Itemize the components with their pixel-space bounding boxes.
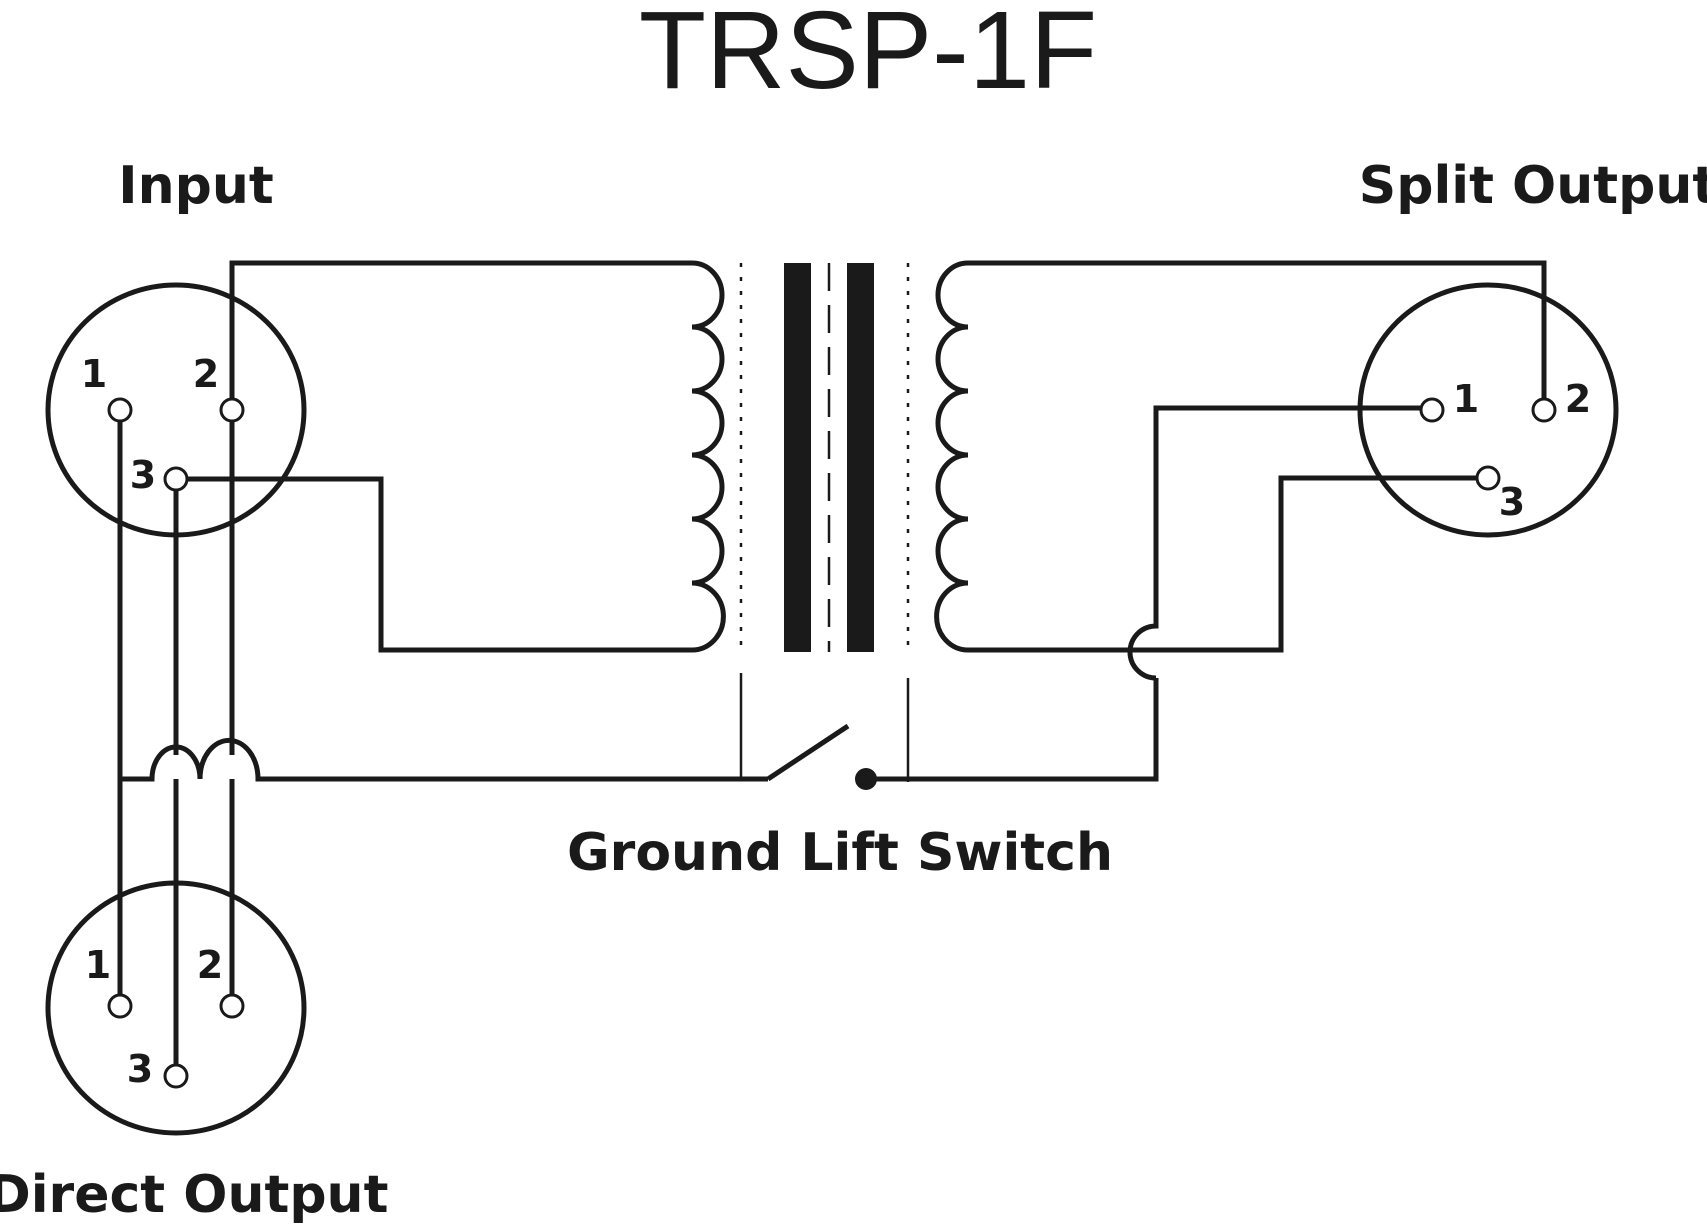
input-pin-1 [107, 397, 133, 423]
split-pin-1-label: 1 [1453, 377, 1479, 421]
secondary-winding [934, 260, 969, 653]
input-pin3-to-primary-bottom-wire [176, 476, 692, 653]
input-pin-3 [163, 466, 189, 492]
direct-pin-1 [107, 993, 133, 1019]
direct-pin-1-label: 1 [85, 943, 111, 987]
input-pin-2-label: 2 [193, 352, 219, 396]
split-output-label: Split Output [1359, 156, 1707, 216]
ground-lift-switch-label: Ground Lift Switch [567, 823, 1113, 883]
core-bar-right [847, 263, 874, 652]
split-pin-1 [1419, 397, 1445, 423]
input-pin2-to-primary-top-wire [229, 260, 692, 410]
ground-wire-left [120, 737, 768, 782]
ground-wire-right [866, 678, 1159, 782]
direct-pin-2-label: 2 [197, 943, 223, 987]
secondary-top-to-split-pin2-wire [968, 260, 1547, 410]
input-pin-1-label: 1 [81, 352, 107, 396]
split-pin-2-label: 2 [1565, 377, 1591, 421]
split-pin-3 [1475, 465, 1501, 491]
core-bar-left [784, 263, 811, 652]
input-pin-2 [219, 397, 245, 423]
split-pin-3-label: 3 [1499, 480, 1525, 524]
direct-pin-3 [163, 1063, 189, 1089]
split-pin-2 [1531, 397, 1557, 423]
primary-winding [691, 260, 726, 653]
diagram-title: TRSP-1F [639, 0, 1097, 112]
input-pin-3-label: 3 [130, 453, 156, 497]
input-label: Input [118, 156, 273, 216]
direct-pin-3-label: 3 [127, 1047, 153, 1091]
direct-output-label: Direct Output [0, 1165, 388, 1225]
switch-blade [766, 723, 850, 782]
direct-pin-2 [219, 993, 245, 1019]
secondary-bottom-to-split-pin3-wire [968, 475, 1488, 653]
